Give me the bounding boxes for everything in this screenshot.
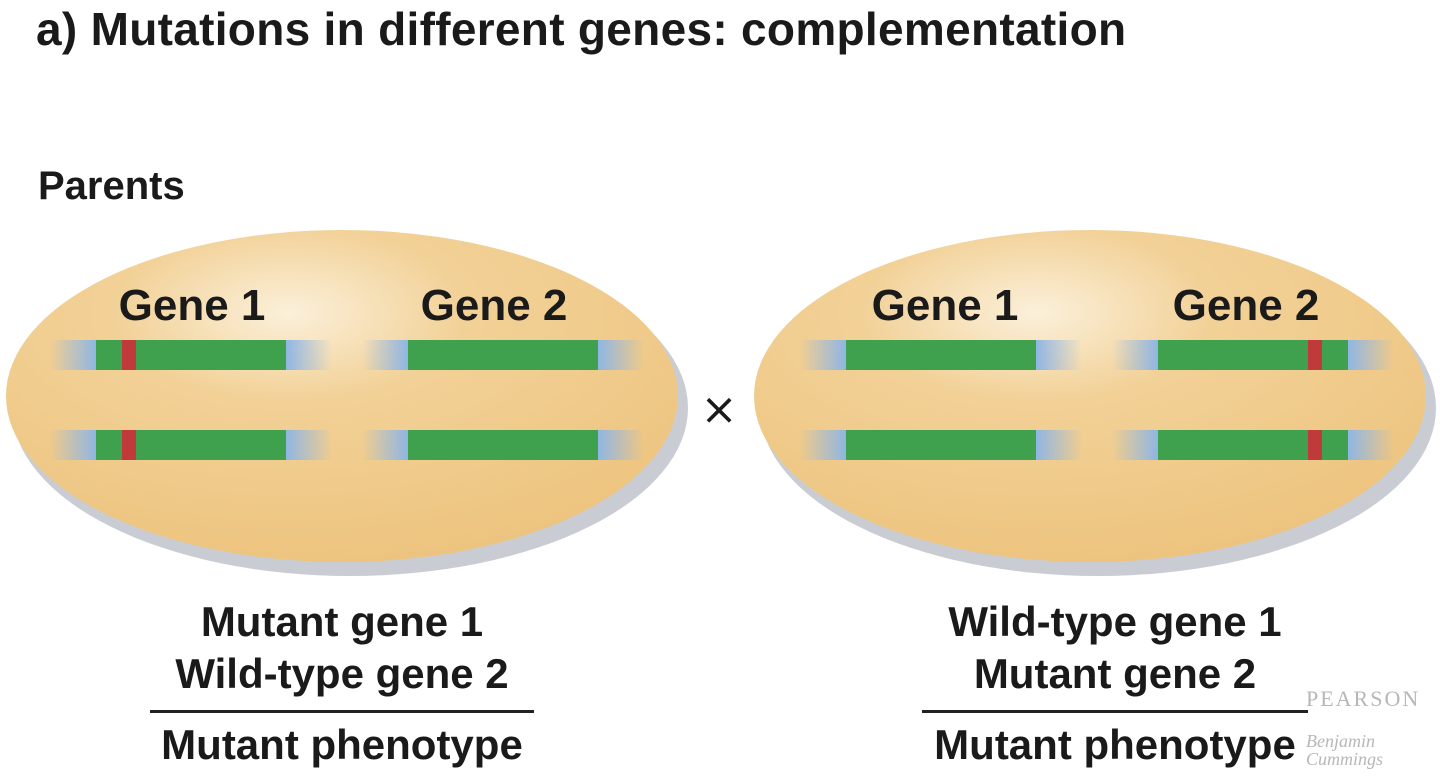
right-chrom1-gene1-left-flank	[800, 340, 846, 370]
left-chrom2-gene2-left-flank	[362, 430, 408, 460]
left-gene1-label: Gene 1	[119, 281, 266, 330]
left-chrom1-gene2-right-flank	[598, 340, 644, 370]
publisher-watermark: PEARSON Benjamin Cummings	[1306, 686, 1420, 768]
left-parent-cell: Gene 1 Gene 2	[6, 230, 688, 576]
parents-label: Parents	[38, 164, 185, 208]
left-parent-caption: Mutant gene 1 Wild-type gene 2 Mutant ph…	[150, 596, 534, 771]
left-chrom2-gene1-mutation-band	[122, 430, 136, 460]
left-chrom1-gene2-left-flank	[362, 340, 408, 370]
right-parent-cell: Gene 1 Gene 2	[754, 230, 1436, 576]
right-gene1-label: Gene 1	[872, 281, 1019, 330]
left-chrom1-gene2-gene-body	[408, 340, 598, 370]
right-chrom1-gene2-mutation-band	[1308, 340, 1322, 370]
right-phenotype: Mutant phenotype	[934, 721, 1296, 768]
right-chromosomes	[800, 340, 1394, 460]
right-chrom1-gene1-gene-body	[846, 340, 1036, 370]
right-gene2-label: Gene 2	[1173, 281, 1320, 330]
left-chromosomes	[50, 340, 644, 460]
right-genotype-line2: Mutant gene 2	[973, 650, 1257, 697]
right-chrom2-gene1-left-flank	[800, 430, 846, 460]
right-chrom2-gene2-mutation-band	[1308, 430, 1322, 460]
right-chrom2-gene2-right-flank	[1348, 430, 1394, 460]
right-chrom1-gene1-right-flank	[1036, 340, 1082, 370]
right-chrom2-gene1-gene-body	[846, 430, 1036, 460]
right-parent-caption: Wild-type gene 1 Mutant gene 2 Mutant ph…	[922, 596, 1308, 771]
cross-symbol: ×	[701, 384, 738, 435]
left-chrom2-gene2-gene-body	[408, 430, 598, 460]
watermark-imprint-line1: Benjamin	[1306, 731, 1375, 751]
right-chrom1-gene2-left-flank	[1112, 340, 1158, 370]
figure-title: a) Mutations in different genes: complem…	[36, 3, 1127, 55]
left-phenotype: Mutant phenotype	[161, 721, 523, 768]
right-chrom1-gene2-right-flank	[1348, 340, 1394, 370]
right-chrom2-gene1-right-flank	[1036, 430, 1082, 460]
left-chrom1-gene1-mutation-band	[122, 340, 136, 370]
left-chrom1-gene1-right-flank	[286, 340, 332, 370]
left-genotype-line1: Mutant gene 1	[200, 598, 484, 645]
right-caption-divider	[922, 710, 1308, 713]
left-chrom2-gene1-right-flank	[286, 430, 332, 460]
right-cell-body	[754, 230, 1426, 562]
left-chrom2-gene2-right-flank	[598, 430, 644, 460]
right-genotype-line1: Wild-type gene 1	[948, 598, 1282, 645]
right-chrom2-gene2-left-flank	[1112, 430, 1158, 460]
left-chrom1-gene1-left-flank	[50, 340, 96, 370]
left-gene2-label: Gene 2	[421, 281, 568, 330]
watermark-imprint-line2: Cummings	[1306, 749, 1384, 769]
left-caption-divider	[150, 710, 534, 713]
left-chrom2-gene1-left-flank	[50, 430, 96, 460]
left-genotype-line2: Wild-type gene 2	[175, 650, 509, 697]
left-cell-body	[6, 230, 678, 562]
watermark-brand: PEARSON	[1306, 686, 1421, 711]
